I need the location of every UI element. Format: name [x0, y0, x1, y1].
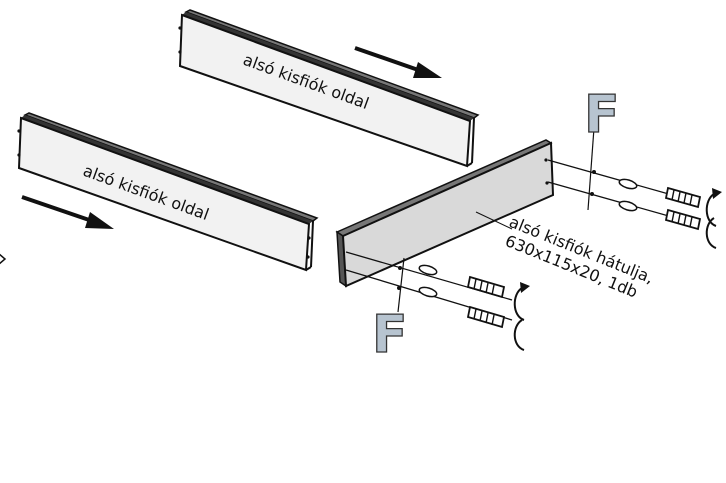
arrow-right-top: [354, 46, 442, 78]
back-leader-line: [475, 211, 513, 230]
dowel-icon: [618, 178, 638, 212]
side-panel-top: alsó kisfiók oldal: [178, 9, 480, 168]
rotate-icon: [513, 287, 525, 351]
rotate-arrowhead: [712, 188, 722, 199]
back-panel: [335, 139, 555, 288]
part-letter-bottom: F: [372, 305, 408, 365]
screw-group-right: [547, 127, 722, 249]
rotate-icon: [705, 193, 717, 249]
arrow-right-left: [21, 195, 114, 229]
screw-group-left: [345, 251, 530, 351]
screw-icon: [466, 275, 506, 329]
rotate-arrowhead: [520, 282, 530, 293]
screw-icon: [664, 186, 702, 231]
dowel-icon: [418, 264, 438, 298]
side-panel-left: alsó kisfiók oldal: [17, 112, 319, 272]
chevron-right-icon: [0, 253, 7, 265]
part-letter-top: F: [584, 85, 620, 145]
